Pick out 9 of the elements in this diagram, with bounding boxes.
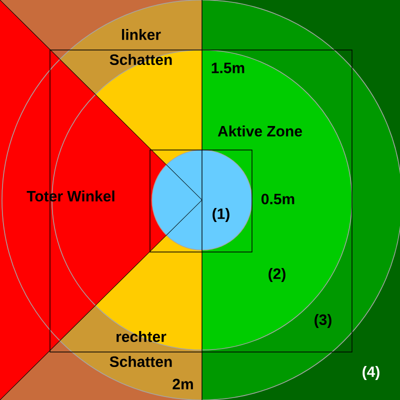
zone-label: 0.5m (262, 194, 294, 204)
zone-label: 1.5m (212, 62, 244, 74)
zone-label: (4) (362, 366, 380, 380)
zone-label: (2) (268, 268, 286, 282)
zone-label: 2m (172, 378, 193, 390)
zone-label: Aktive Zone (218, 126, 302, 136)
zone-label: (3) (314, 314, 332, 328)
zone-label: rechter Schatten (110, 331, 172, 367)
zone-label: (1) (212, 208, 230, 222)
